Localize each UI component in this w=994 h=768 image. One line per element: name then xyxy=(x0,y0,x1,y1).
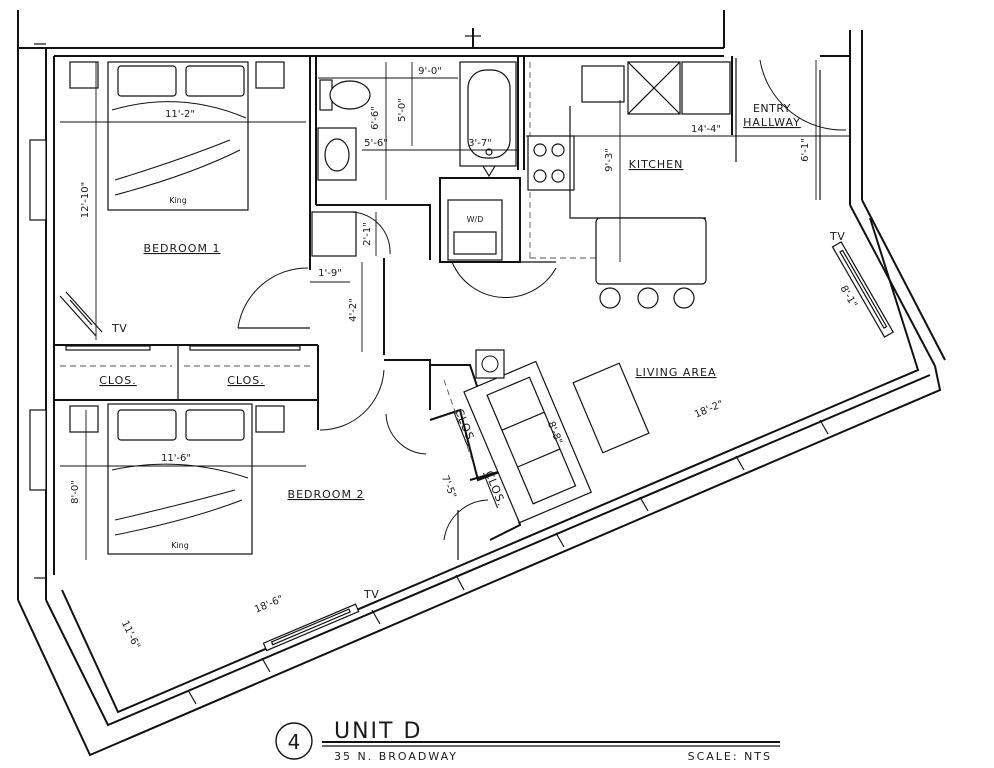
bed-label-2: King xyxy=(171,541,189,550)
nightstand xyxy=(255,405,285,433)
dim-bed2-wall: 18'-6" xyxy=(253,594,285,616)
tv-label-3: TV xyxy=(829,230,845,243)
scale: SCALE: NTS xyxy=(688,750,772,763)
title-block: 4 UNIT D 35 N. BROADWAY SCALE: NTS xyxy=(275,719,780,763)
dim-bath-inner: 5'-0" xyxy=(397,98,408,122)
end-table xyxy=(475,349,505,379)
tv-bedroom2 xyxy=(262,603,360,652)
dim-hall-depth: 4'-2" xyxy=(348,298,359,322)
dim-entry-depth: 6'-1" xyxy=(800,138,811,162)
closet-label-2: CLOS. xyxy=(227,374,265,387)
dim-living-width: 18'-2" xyxy=(693,399,725,421)
toilet xyxy=(319,79,371,111)
closets-row: CLOS. CLOS. xyxy=(60,345,310,387)
bathroom: 9'-0" 6'-6" 5'-0" 5'-6" 3'-7" 2'-1" 1'-9… xyxy=(310,61,518,352)
dim-bath-width: 9'-0" xyxy=(418,66,442,77)
room-label-bedroom2: BEDROOM 2 xyxy=(288,488,365,501)
kitchen: 9'-3" KITCHEN xyxy=(526,61,850,309)
bed-label-1: King xyxy=(169,196,187,205)
bedroom-1: King 11'-2" 12'-10" BEDROOM 1 TV xyxy=(59,61,310,340)
tv-label-1: TV xyxy=(111,322,127,335)
dim-closet-depth: 7'-5" xyxy=(439,474,458,500)
nightstand xyxy=(69,61,99,89)
dim-door-small: 1'-9" xyxy=(318,268,342,279)
coffee-table xyxy=(572,362,650,454)
room-label-bedroom1: BEDROOM 1 xyxy=(144,242,221,255)
nightstand xyxy=(255,61,285,89)
room-label-living: LIVING AREA xyxy=(635,366,716,379)
kitchen-island xyxy=(595,217,707,285)
dim-bed2-width: 11'-6" xyxy=(161,453,191,464)
drawing-number: 4 xyxy=(288,730,301,754)
tv-living xyxy=(831,241,895,338)
unit-title: UNIT D xyxy=(334,719,422,744)
tv-label-2: TV xyxy=(363,588,379,601)
microwave xyxy=(581,65,625,103)
dim-closet-small: 2'-1" xyxy=(362,222,373,246)
dim-bed2-height: 8'-0" xyxy=(70,480,81,504)
range xyxy=(527,135,575,191)
bar-stool xyxy=(673,287,695,309)
address: 35 N. BROADWAY xyxy=(334,750,458,763)
dim-bed1-height: 12'-10" xyxy=(80,182,91,218)
dim-bed1-width: 11'-2" xyxy=(165,109,195,120)
nightstand xyxy=(69,405,99,433)
bar-stool xyxy=(637,287,659,309)
bar-stool xyxy=(599,287,621,309)
dim-bath-vanity: 5'-6" xyxy=(364,138,388,149)
washer-dryer: W/D xyxy=(447,199,557,299)
entry-label-line1: ENTRY xyxy=(753,102,791,115)
room-label-kitchen: KITCHEN xyxy=(629,158,684,171)
dim-kitchen-depth: 9'-3" xyxy=(604,148,615,172)
closet-label-1: CLOS. xyxy=(99,374,137,387)
exterior-walls xyxy=(17,10,946,757)
bedroom-2: King 11'-6" 8'-0" BEDROOM 2 TV 18'-6" 11… xyxy=(60,369,385,652)
bathtub xyxy=(459,61,517,178)
dim-bath-depth: 6'-6" xyxy=(370,106,381,130)
sofa xyxy=(463,360,593,524)
drawing-number-circle xyxy=(275,722,313,760)
dim-bed2-corner: 11'-6" xyxy=(119,619,142,651)
entry-label-line2: HALLWAY xyxy=(743,116,801,129)
entry-hallway: ENTRY HALLWAY 14'-4" 6'-1" xyxy=(691,58,847,200)
dim-entry-width: 14'-4" xyxy=(691,124,721,135)
dim-tub-width: 3'-7" xyxy=(468,138,492,149)
sink xyxy=(317,127,357,181)
wd-label: W/D xyxy=(467,215,484,224)
tv-bedroom1 xyxy=(59,291,103,337)
